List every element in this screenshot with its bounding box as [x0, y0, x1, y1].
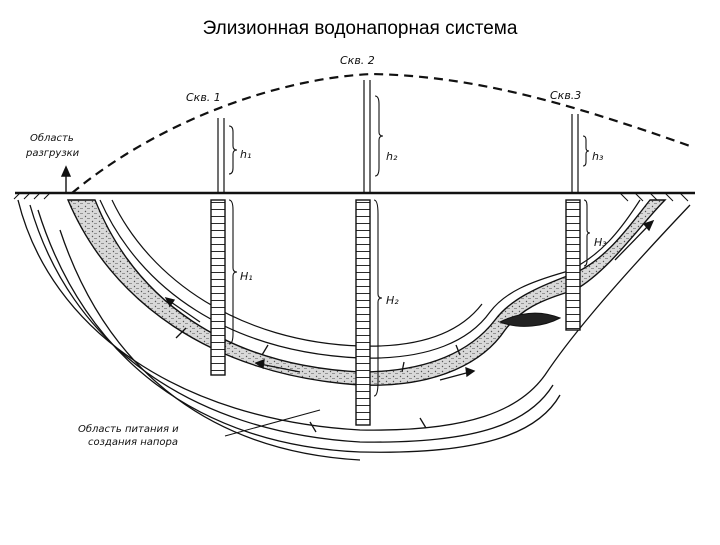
pressure-ticks	[175, 327, 461, 433]
flow-arrows	[164, 219, 655, 381]
well-1-casing	[210, 199, 226, 376]
lower-strata	[17, 199, 691, 461]
recharge-label-line1: Область питания и	[78, 423, 179, 435]
well-3-label: Скв.3	[550, 89, 581, 102]
well-2-casing	[355, 199, 371, 426]
well-1-head-H: H₁	[240, 270, 253, 283]
well-1-label: Скв. 1	[186, 91, 221, 104]
discharge-arrow	[60, 165, 72, 192]
well-2-label: Скв. 2	[340, 54, 375, 67]
well-2-head-h: h₂	[386, 150, 398, 163]
piezometer-tubes	[217, 80, 579, 193]
well-1-head-h: h₁	[240, 148, 251, 161]
well-2-head-H: H₂	[386, 294, 399, 307]
gas-lens	[498, 312, 562, 327]
ground-hatching	[13, 192, 689, 202]
recharge-pointer	[224, 409, 321, 437]
discharge-label-line1: Область	[30, 132, 74, 144]
piezometric-surface	[71, 72, 691, 194]
discharge-label-line2: разгрузки	[25, 148, 80, 159]
head-braces	[228, 95, 591, 397]
well-3-head-h: h₃	[592, 150, 604, 163]
well-3-casing	[565, 199, 581, 331]
well-3-head-H: H₃	[594, 236, 607, 249]
diagram-title: Элизионная водонапорная система	[202, 18, 518, 39]
recharge-label-line2: создания напора	[88, 437, 178, 448]
upper-strata	[99, 199, 641, 359]
